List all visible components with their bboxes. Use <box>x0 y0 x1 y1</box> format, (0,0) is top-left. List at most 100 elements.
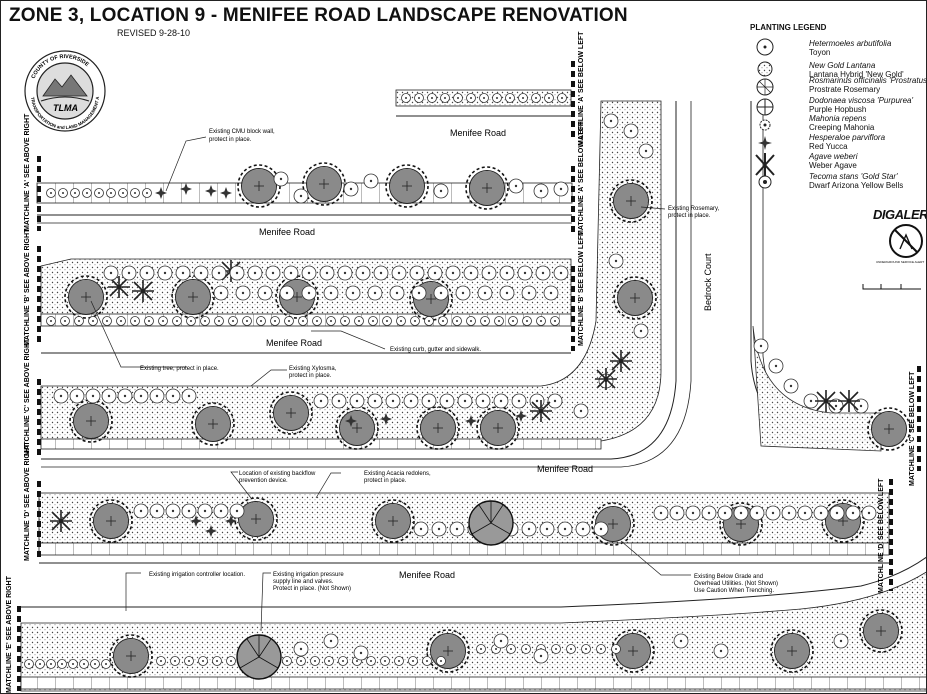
digalert-text: DIGALER <box>873 207 927 222</box>
planted-shrub <box>389 285 405 301</box>
planted-shrub <box>421 393 437 409</box>
planted-shrub <box>463 265 479 281</box>
planted-shrub <box>533 648 549 664</box>
planted-shrub <box>82 188 92 198</box>
planted-shrub <box>373 265 389 281</box>
planted-shrub <box>35 659 45 669</box>
planted-shrub <box>181 503 197 519</box>
matchline-d-below-label: MATCHLINE 'D' SEE BELOW LEFT <box>878 478 885 593</box>
planted-shrub <box>401 93 411 103</box>
planted-shrub <box>499 285 515 301</box>
planted-shrub <box>499 265 515 281</box>
planted-shrub <box>543 285 559 301</box>
planted-shrub <box>557 521 573 537</box>
planted-shrub <box>130 188 140 198</box>
matchline-marks <box>17 61 921 691</box>
planted-shrub <box>521 521 537 537</box>
matchline-b-below-label: MATCHLINE 'B' SEE BELOW LEFT <box>578 231 585 346</box>
planted-shrub <box>518 93 528 103</box>
planted-shrub <box>493 393 509 409</box>
planted-shrub <box>337 265 353 281</box>
planted-shrub <box>118 188 128 198</box>
planted-shrub <box>213 503 229 519</box>
street-label-menifee-e: Menifee Road <box>399 570 455 580</box>
planted-shrub <box>282 656 292 666</box>
planted-shrub <box>673 633 689 649</box>
planted-shrub <box>85 388 101 404</box>
planting-row-a <box>36 162 573 224</box>
planted-shrub <box>101 388 117 404</box>
planted-shrub <box>575 521 591 537</box>
planted-shrub <box>380 656 390 666</box>
matchline-c-label: MATCHLINE 'C' SEE ABOVE RIGHT <box>24 338 31 456</box>
planted-shrub <box>130 316 140 326</box>
planted-shrub <box>506 644 516 654</box>
callout-rosemary-1: Existing Rosemary, <box>668 206 720 212</box>
street-label-menifee-b: Menifee Road <box>266 338 322 348</box>
planted-shrub <box>139 265 155 281</box>
callout-utilities-3: Use Caution When Trenching. <box>694 588 774 594</box>
tlma-logo: TLMA COUNTY OF RIVERSIDE TRANSPORTATION … <box>24 50 106 132</box>
planted-shrub <box>68 659 78 669</box>
toyon-symbol <box>756 38 774 56</box>
legend-item-hopbush: Dodonaea viscosa 'Purpurea'Purple Hopbus… <box>809 96 914 114</box>
planted-shrub <box>74 316 84 326</box>
planted-shrub <box>623 123 639 139</box>
planted-shrub <box>53 388 69 404</box>
legend-heading: PLANTING LEGEND <box>750 23 827 32</box>
street-label-menifee-a: Menifee Road <box>259 227 315 237</box>
planted-shrub <box>58 188 68 198</box>
planted-shrub <box>283 265 299 281</box>
callout-acacia-1: Existing Acacia redolens, <box>364 471 431 477</box>
planted-shrub <box>24 659 34 669</box>
planted-shrub <box>273 171 289 187</box>
planted-shrub <box>157 265 173 281</box>
planted-shrub <box>293 641 309 657</box>
planted-shrub <box>229 503 245 519</box>
planted-shrub <box>573 403 589 419</box>
legend-item-yellow-bells: Tecoma stans 'Gold Star'Dwarf Arizona Ye… <box>809 172 904 190</box>
planted-shrub <box>409 265 425 281</box>
lantana-symbol <box>757 61 773 77</box>
planted-shrub <box>133 503 149 519</box>
planted-shrub <box>603 113 619 129</box>
planted-shrub <box>466 316 476 326</box>
street-label-menifee-c: Menifee Road <box>537 464 593 474</box>
matchline-c-below-label: MATCHLINE 'C' SEE BELOW LEFT <box>909 371 916 486</box>
planted-shrub <box>517 265 533 281</box>
planted-shrub <box>531 93 541 103</box>
planted-agave <box>609 349 633 373</box>
planted-shrub <box>410 316 420 326</box>
planted-shrub <box>436 656 446 666</box>
planted-shrub <box>338 656 348 666</box>
planted-shrub <box>547 393 563 409</box>
planted-shrub <box>326 316 336 326</box>
planted-shrub <box>323 633 339 649</box>
planted-shrub <box>165 503 181 519</box>
planted-shrub <box>158 316 168 326</box>
planted-shrub <box>214 316 224 326</box>
callout-curb: Existing curb, gutter and sidewalk. <box>390 347 481 353</box>
planted-shrub <box>90 659 100 669</box>
planted-shrub <box>797 505 813 521</box>
planted-shrub <box>331 393 347 409</box>
planted-shrub <box>382 316 392 326</box>
planted-shrub <box>829 505 845 521</box>
planted-shrub <box>653 505 669 521</box>
matchline-a-below-label: MATCHLINE 'A' SEE BELOW LEFT <box>578 31 585 146</box>
scale-bar <box>862 284 921 290</box>
planted-shrub <box>717 505 733 521</box>
callout-cmu-wall-2: protect in place. <box>209 137 252 143</box>
planted-shrub <box>184 656 194 666</box>
planted-shrub <box>193 265 209 281</box>
planted-shrub <box>733 505 749 521</box>
planted-shrub <box>349 393 365 409</box>
planted-shrub <box>536 316 546 326</box>
planting-row-c <box>40 100 692 468</box>
planted-shrub <box>493 633 509 649</box>
callout-xylosma-1: Existing Xylosma, <box>289 366 337 372</box>
planted-shrub <box>408 656 418 666</box>
